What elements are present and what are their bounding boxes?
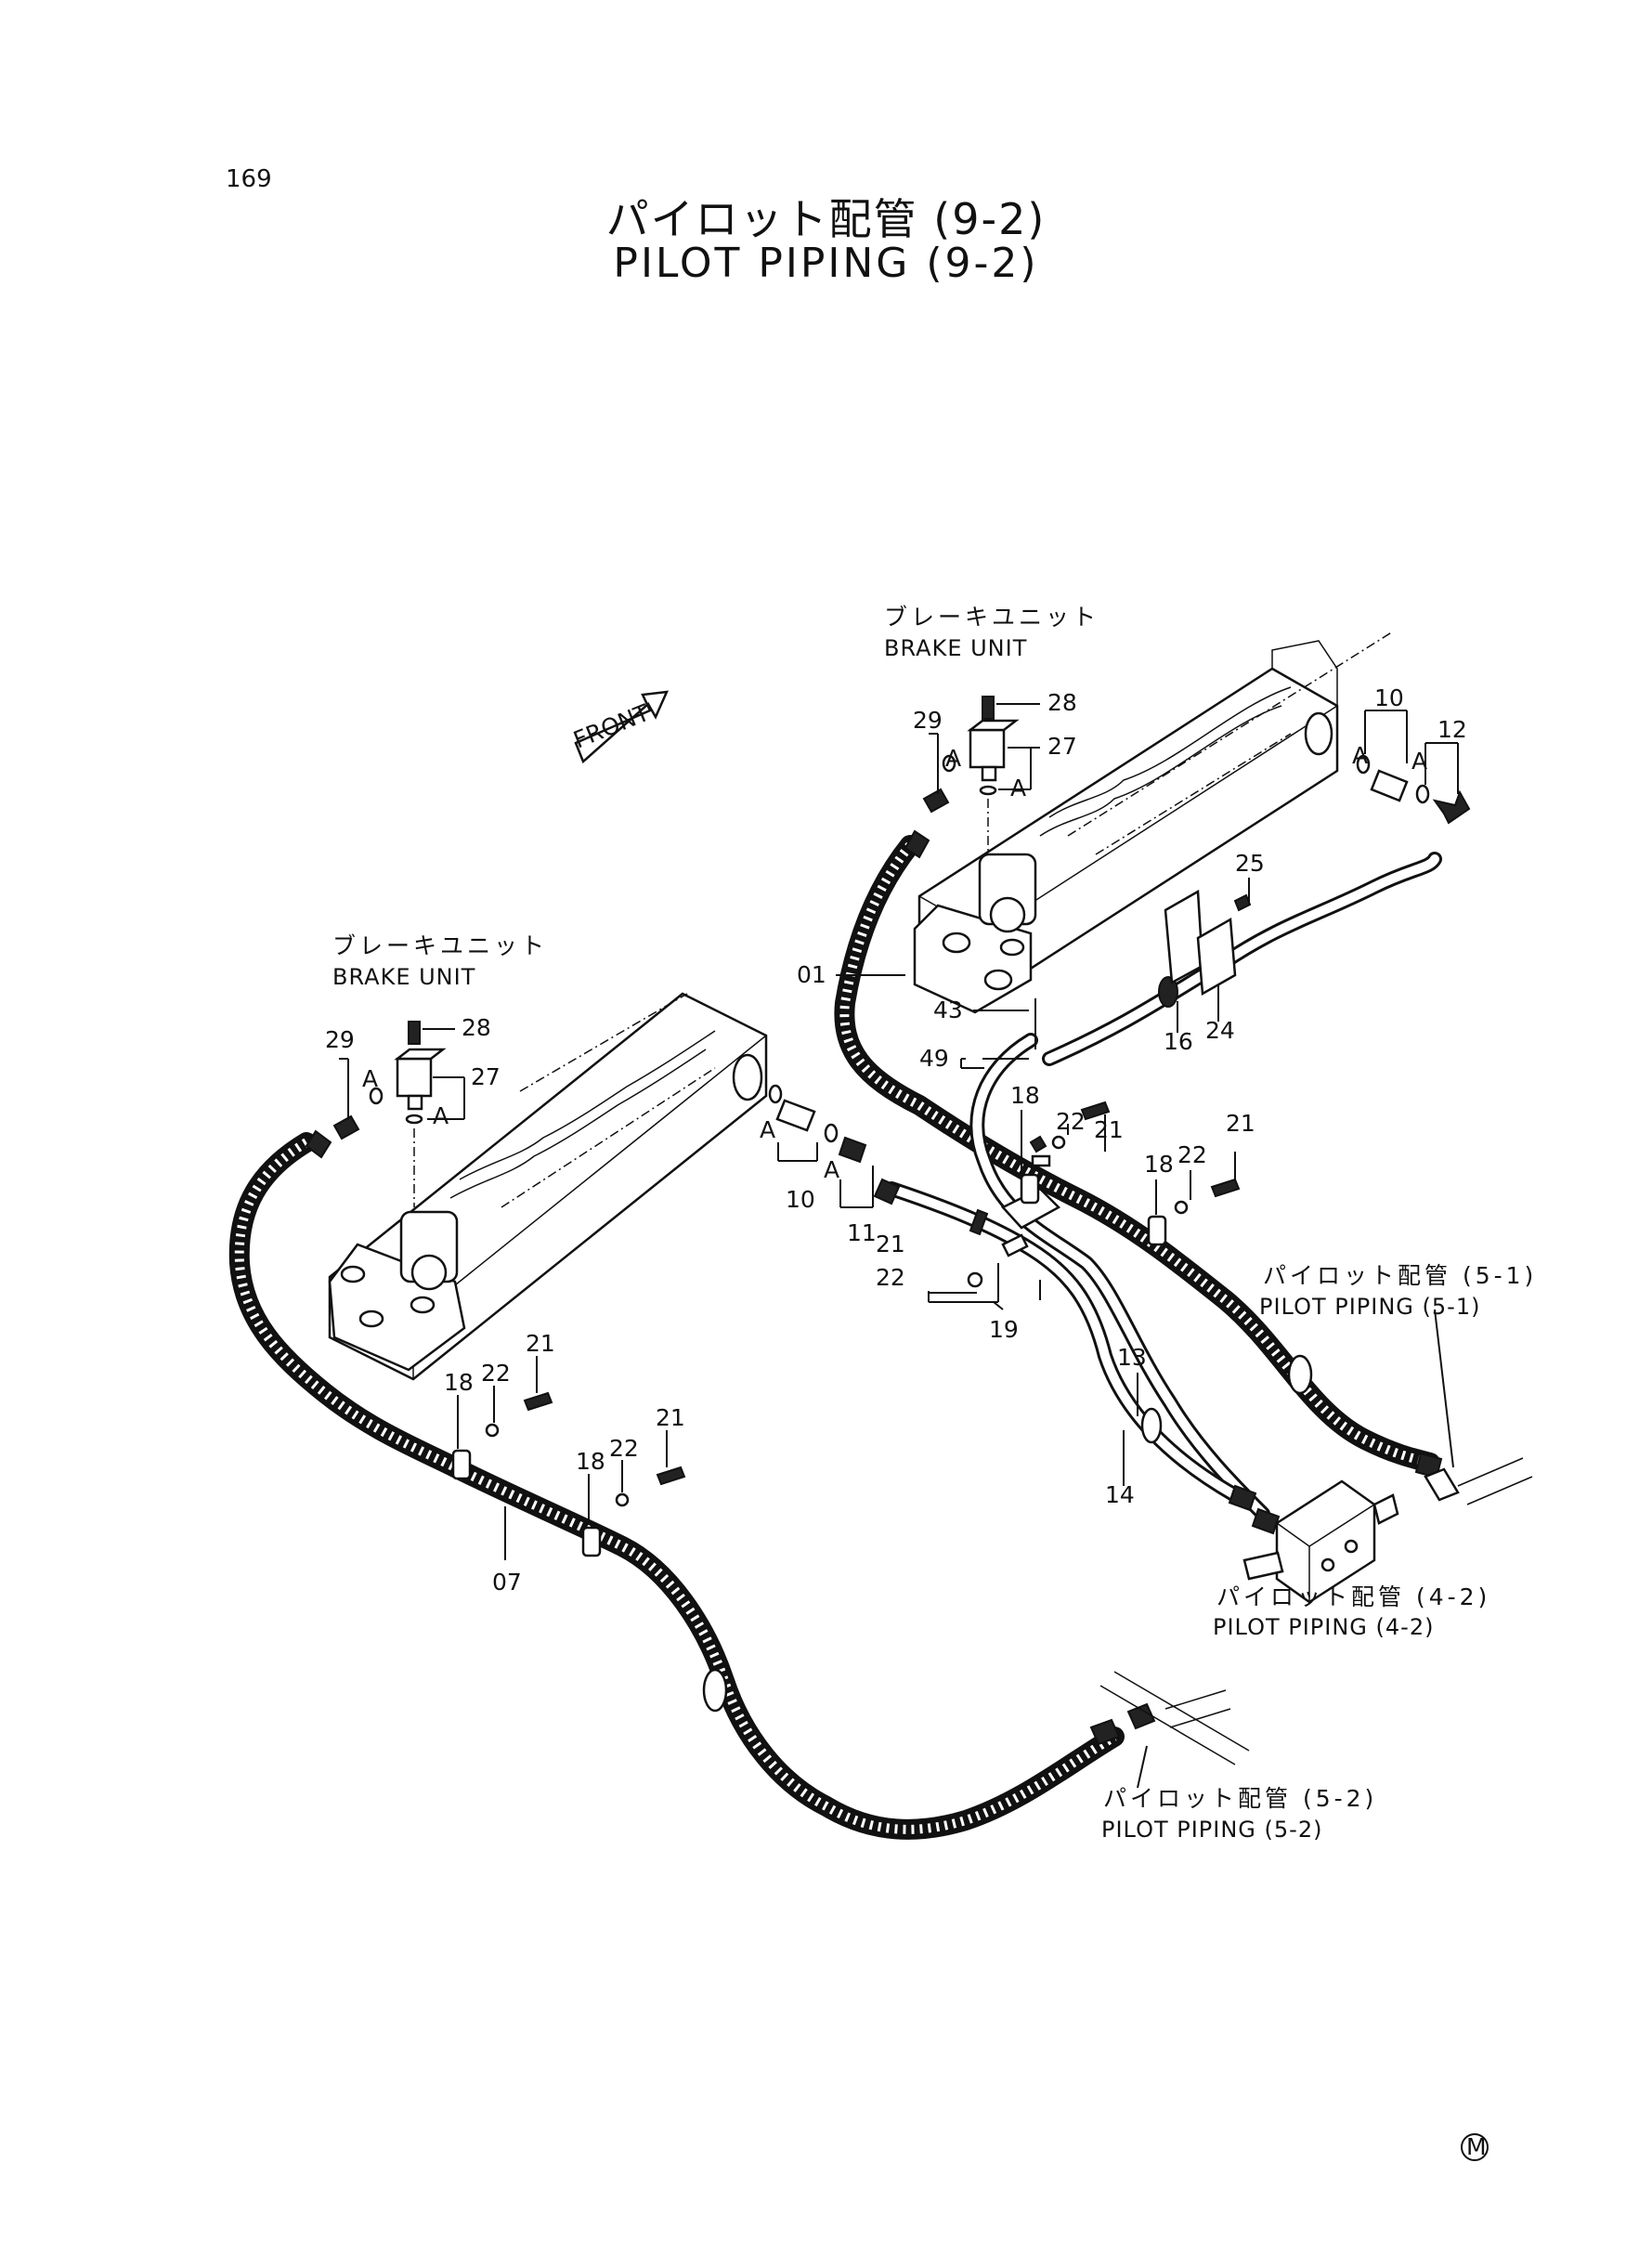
ref-4-2-en: PILOT PIPING (4-2) bbox=[1213, 1614, 1434, 1640]
page-title-english: PILOT PIPING (9-2) bbox=[613, 240, 1039, 287]
callout-11: 11 bbox=[847, 1219, 877, 1246]
valve-block-4-2 bbox=[1242, 1479, 1399, 1604]
callout-24: 24 bbox=[1205, 1017, 1235, 1044]
corner-mark-letter: M bbox=[1466, 2133, 1487, 2160]
tube-16 bbox=[1042, 852, 1442, 1066]
mark-a-6: A bbox=[433, 1102, 449, 1129]
callout-16: 16 bbox=[1164, 1028, 1193, 1055]
callout-21-lower-b: 21 bbox=[656, 1404, 685, 1431]
callout-21-upper-a: 21 bbox=[1094, 1116, 1124, 1143]
upper-right-fittings bbox=[1356, 710, 1471, 825]
callout-12: 12 bbox=[1437, 716, 1467, 743]
reference-labels: パイロット配管 (5-1) PILOT PIPING (5-1) パイロット配管… bbox=[1101, 1262, 1537, 1843]
callout-10-upper: 10 bbox=[1374, 684, 1404, 711]
mark-a-1: A bbox=[945, 745, 961, 772]
callout-14: 14 bbox=[1105, 1481, 1135, 1508]
callout-21-center: 21 bbox=[876, 1231, 905, 1257]
corner-mark-icon: M bbox=[1461, 2133, 1489, 2161]
connector-5-2 bbox=[1099, 1671, 1250, 1789]
callout-13: 13 bbox=[1117, 1344, 1147, 1371]
brake-unit-labels: ブレーキユニット BRAKE UNIT ブレーキユニット BRAKE UNIT bbox=[332, 604, 1099, 990]
upper-clamps bbox=[836, 974, 1241, 1486]
callout-27-upper: 27 bbox=[1047, 733, 1077, 760]
callout-22-upper-b: 22 bbox=[1177, 1141, 1207, 1168]
callout-22-lower-a: 22 bbox=[481, 1360, 511, 1387]
ref-5-1-en: PILOT PIPING (5-1) bbox=[1259, 1294, 1480, 1320]
callout-29-lower: 29 bbox=[325, 1026, 355, 1053]
ref-5-2-en: PILOT PIPING (5-2) bbox=[1101, 1817, 1322, 1843]
connector-5-1 bbox=[1424, 1309, 1533, 1505]
callout-18-upper-a: 18 bbox=[1010, 1082, 1040, 1109]
front-label: FRONT bbox=[569, 698, 654, 753]
callout-27-lower: 27 bbox=[471, 1063, 501, 1090]
callout-18-upper-b: 18 bbox=[1144, 1151, 1174, 1178]
mark-a-5: A bbox=[362, 1065, 378, 1092]
brake-unit-upper-jp: ブレーキユニット bbox=[884, 604, 1099, 631]
callout-07: 07 bbox=[492, 1569, 522, 1596]
mark-a-8: A bbox=[824, 1156, 839, 1183]
callout-25: 25 bbox=[1235, 850, 1265, 877]
callout-29-upper: 29 bbox=[913, 707, 943, 734]
callout-49: 49 bbox=[919, 1045, 949, 1072]
callout-10-lower: 10 bbox=[786, 1186, 815, 1213]
callout-01: 01 bbox=[797, 961, 826, 988]
callout-28-lower: 28 bbox=[462, 1014, 491, 1041]
ref-4-2-jp: パイロット配管 (4-2) bbox=[1216, 1583, 1490, 1610]
brake-unit-upper-en: BRAKE UNIT bbox=[884, 635, 1027, 661]
callout-22-upper-a: 22 bbox=[1056, 1108, 1086, 1135]
callout-28-upper: 28 bbox=[1047, 689, 1077, 716]
lower-clamps bbox=[451, 1356, 686, 1560]
lower-valve-block bbox=[332, 1021, 465, 1207]
callout-21-upper-b: 21 bbox=[1226, 1110, 1255, 1137]
connection-marks: A A A A A A A A bbox=[362, 742, 1427, 1183]
page-number: 169 bbox=[226, 165, 272, 193]
callout-labels: 28 27 29 10 12 25 01 43 49 16 24 18 22 2… bbox=[325, 684, 1467, 1596]
brake-unit-lower-jp: ブレーキユニット bbox=[332, 932, 548, 959]
callout-22-center: 22 bbox=[876, 1264, 905, 1291]
callout-22-lower-b: 22 bbox=[609, 1435, 639, 1462]
lower-fittings bbox=[768, 1084, 874, 1208]
callout-21-lower-a: 21 bbox=[526, 1330, 555, 1357]
page-title-japanese: パイロット配管 (9-2) bbox=[605, 194, 1047, 244]
upper-valve-block bbox=[922, 696, 1040, 854]
hose-01 bbox=[834, 829, 1443, 1479]
hose-07 bbox=[228, 1129, 1156, 1840]
callout-43: 43 bbox=[933, 997, 963, 1023]
callout-18-lower-b: 18 bbox=[576, 1448, 605, 1475]
front-arrow-icon: FRONT bbox=[569, 690, 670, 764]
mark-a-7: A bbox=[760, 1116, 775, 1143]
ref-5-1-jp: パイロット配管 (5-1) bbox=[1263, 1262, 1537, 1289]
callout-18-lower-a: 18 bbox=[444, 1369, 474, 1396]
brake-unit-lower bbox=[328, 992, 768, 1381]
mark-a-3: A bbox=[1352, 742, 1368, 769]
tubes-13-14 bbox=[873, 1033, 1281, 1535]
brake-unit-lower-en: BRAKE UNIT bbox=[332, 964, 475, 990]
brake-unit-upper bbox=[913, 631, 1394, 1014]
ref-5-2-jp: パイロット配管 (5-2) bbox=[1103, 1785, 1377, 1812]
mark-a-2: A bbox=[1010, 775, 1026, 801]
mark-a-4: A bbox=[1411, 748, 1427, 775]
callout-19: 19 bbox=[989, 1316, 1019, 1343]
